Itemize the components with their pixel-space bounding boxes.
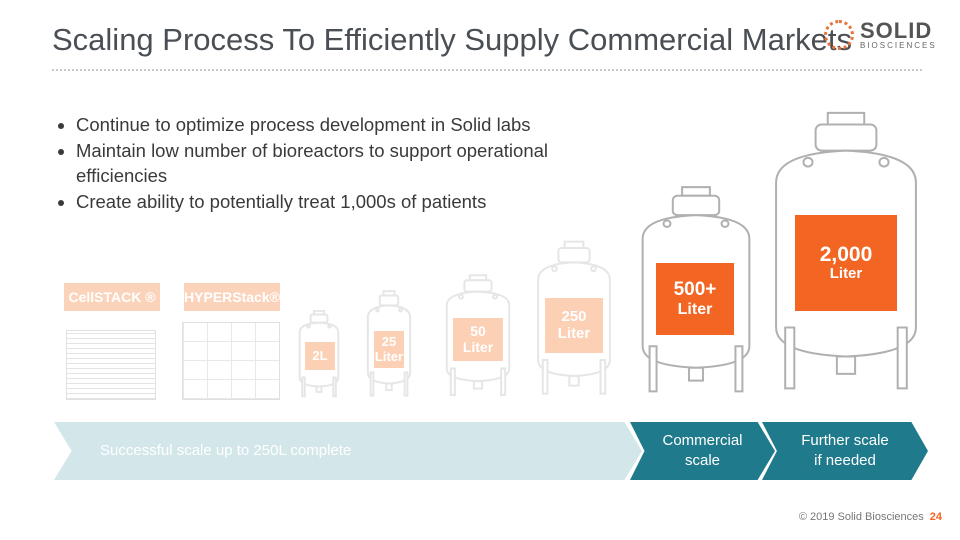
page-title: Scaling Process To Efficiently Supply Co… <box>52 22 852 57</box>
divider <box>52 69 922 71</box>
tank-500l: 500+Liter <box>638 185 754 400</box>
footer: © 2019 Solid Biosciences 24 <box>799 511 942 523</box>
hyperstack-image <box>182 322 280 400</box>
bullet-item: Continue to optimize process development… <box>76 112 586 137</box>
cellstack-image <box>66 330 156 400</box>
process-step-completed: Successful scale up to 250L complete <box>54 422 642 480</box>
page-number: 24 <box>929 511 942 523</box>
process-step-commercial: Commercial scale <box>630 422 775 480</box>
bullet-item: Maintain low number of bioreactors to su… <box>76 138 586 188</box>
tank-2l: 2L <box>298 310 340 400</box>
process-step-further: Further scale if needed <box>762 422 928 480</box>
cellstack-label: CellSTACK ® <box>64 283 160 311</box>
logo-word: SOLID <box>860 17 933 43</box>
bullet-list: Continue to optimize process development… <box>56 112 586 215</box>
logo-ring-icon <box>824 20 854 50</box>
logo-sub: BIOSCIENCES <box>860 40 937 50</box>
hyperstack-label: HYPERStack® <box>184 283 280 311</box>
copyright: © 2019 Solid Biosciences <box>798 511 924 523</box>
bullet-item: Create ability to potentially treat 1,00… <box>76 189 586 214</box>
